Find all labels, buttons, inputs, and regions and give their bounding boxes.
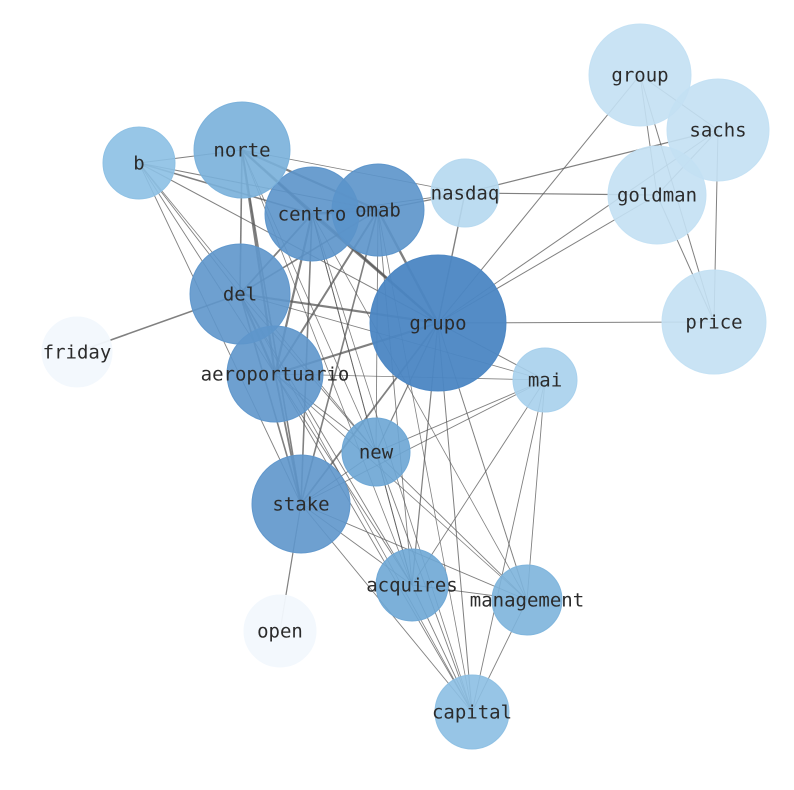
graph-edge	[274, 373, 473, 713]
graph-node-price[interactable]	[661, 269, 767, 375]
graph-node-grupo[interactable]	[369, 254, 507, 392]
graph-edge	[411, 379, 546, 586]
graph-node-norte[interactable]	[193, 101, 291, 199]
graph-node-aeroportuario[interactable]	[226, 325, 324, 423]
graph-node-sachs[interactable]	[666, 78, 770, 182]
graph-edge	[471, 379, 546, 713]
graph-node-acquires[interactable]	[375, 548, 449, 622]
graph-edge	[274, 373, 528, 601]
graph-node-friday[interactable]	[41, 316, 113, 388]
graph-node-mai[interactable]	[512, 347, 578, 413]
graph-edge	[377, 209, 413, 586]
graph-edge	[311, 213, 528, 601]
graph-node-b[interactable]	[102, 126, 176, 200]
graph-edge	[300, 209, 379, 505]
graph-node-new[interactable]	[341, 417, 411, 487]
graph-node-open[interactable]	[243, 594, 317, 668]
graph-node-management[interactable]	[491, 564, 563, 636]
node-layer	[41, 23, 770, 750]
graph-node-omab[interactable]	[331, 163, 425, 257]
graph-node-group[interactable]	[588, 23, 692, 127]
graph-node-stake[interactable]	[251, 454, 351, 554]
graph-node-goldman[interactable]	[607, 145, 707, 245]
graph-node-capital[interactable]	[434, 674, 510, 750]
graph-node-nasdaq[interactable]	[430, 158, 500, 228]
graph-edge	[526, 379, 546, 601]
